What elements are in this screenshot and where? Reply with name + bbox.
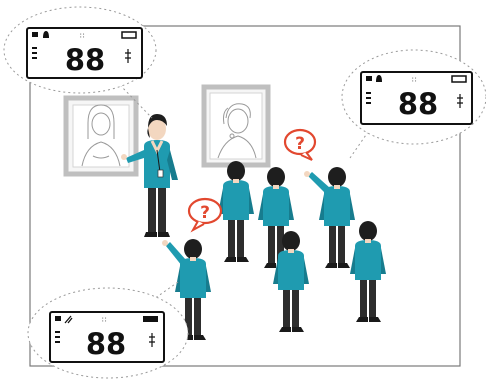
battery-icon [143,316,158,322]
device-reading: 88 [398,87,438,121]
lock-icon [55,316,61,321]
receiver-device-bottom-left: ∷ 88 [50,312,164,362]
receiver-device-top-left: ∷ 88 [27,28,142,78]
bars-icon [55,331,60,343]
signal-icon: ∷ [412,76,416,84]
device-reading: 88 [86,327,126,361]
question-mark-lower: ? [200,203,210,223]
painting-portrait-left [66,98,136,174]
painting-portrait-center [204,87,268,165]
bars-icon [366,92,371,104]
receiver-device-right: ∷ 88 [361,72,472,124]
lock-icon [366,76,372,81]
lock-icon [32,32,38,37]
question-mark-upper: ? [295,134,305,154]
signal-icon: ∷ [102,316,106,324]
bars-icon [32,47,37,59]
signal-icon: ∷ [80,32,84,40]
device-reading: 88 [65,43,105,77]
